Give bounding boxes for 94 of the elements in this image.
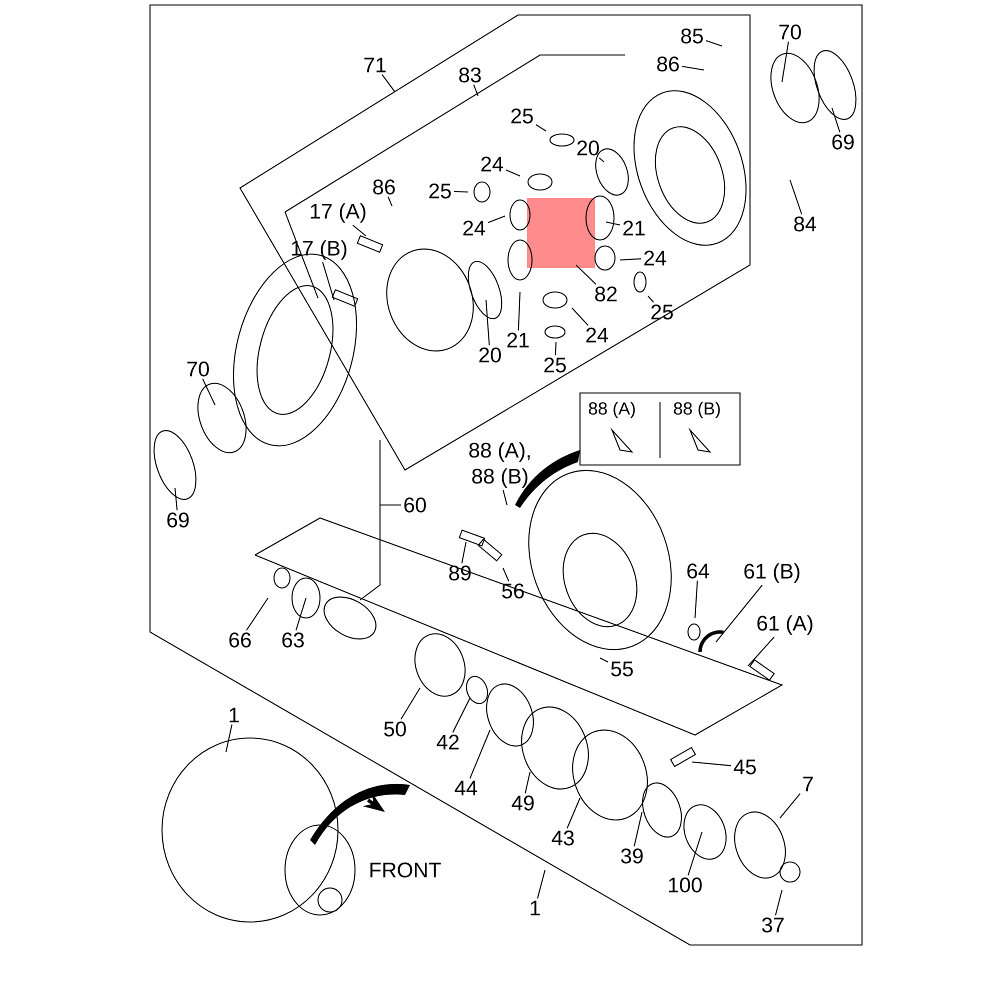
- leader-line: [246, 598, 268, 631]
- callout-number: 20: [479, 348, 501, 362]
- callout-number: 86: [657, 56, 679, 72]
- callout-number: 85: [681, 28, 703, 44]
- callout-number: 70: [187, 362, 209, 376]
- callout-number: 17 (A): [310, 203, 366, 223]
- callout-number: 1: [530, 900, 540, 916]
- leader-line: [554, 342, 557, 356]
- leader-line: [469, 730, 490, 779]
- leader-line: [485, 300, 490, 346]
- callout-number: 37: [762, 918, 784, 932]
- leader-line: [648, 296, 654, 303]
- leader-line: [174, 488, 178, 510]
- direction-label: FRONT: [370, 862, 441, 878]
- callout-number: 61 (B): [744, 563, 800, 583]
- leader-line: [322, 262, 335, 300]
- callout-number: 21: [623, 220, 645, 236]
- leader-line: [790, 180, 802, 214]
- callout-number: 83: [459, 68, 481, 82]
- leader-line: [524, 772, 531, 794]
- callout-number: 100: [669, 878, 702, 892]
- leader-line: [606, 221, 620, 226]
- callout-number: 45: [734, 760, 756, 774]
- leader-line: [634, 812, 643, 846]
- leader-line: [488, 216, 506, 224]
- callout-number: 66: [229, 632, 251, 648]
- callout-number: 84: [794, 216, 816, 232]
- callout-number: 82: [595, 286, 617, 302]
- callout-number: 1: [230, 708, 239, 722]
- leader-line: [454, 190, 468, 193]
- leader-line: [400, 688, 420, 720]
- leader-line: [694, 580, 698, 618]
- leader-line: [225, 724, 232, 752]
- leader-line: [502, 490, 508, 506]
- leader-line: [380, 504, 401, 506]
- callout-number: 60: [404, 498, 426, 512]
- leader-line: [502, 568, 510, 582]
- callout-number: 61 (A): [757, 615, 812, 635]
- leader-line: [566, 798, 580, 828]
- leader-line: [352, 224, 366, 236]
- callout-number: 88 (B): [472, 468, 528, 488]
- leader-line: [461, 542, 467, 564]
- leader-line: [518, 292, 521, 330]
- leader-line: [536, 124, 546, 132]
- leader-line: [780, 793, 801, 818]
- leader-line: [537, 870, 546, 899]
- callout-number: 70: [779, 24, 801, 40]
- callout-number: 88 (A),: [469, 442, 530, 462]
- leader-line: [832, 108, 840, 132]
- leader-line: [682, 66, 704, 71]
- callout-number: 24: [586, 328, 608, 342]
- callout-number: 63: [282, 632, 304, 648]
- inset-label: 88 (A): [588, 402, 635, 418]
- callout-number: 42: [436, 734, 459, 750]
- callout-number: 69: [832, 134, 854, 150]
- callout-number: 86: [373, 180, 395, 194]
- leader-line: [452, 698, 470, 733]
- callout-number: 56: [502, 584, 524, 598]
- callout-number: 50: [384, 722, 406, 736]
- callout-number: 25: [544, 358, 566, 372]
- leader-line: [576, 264, 596, 285]
- callout-number: 24: [463, 220, 486, 236]
- callout-number: 69: [167, 512, 189, 528]
- leader-line: [598, 157, 604, 162]
- leader-line: [748, 636, 774, 666]
- callout-number: 24: [644, 250, 666, 266]
- callout-number: 7: [803, 776, 813, 792]
- leader-line: [775, 890, 783, 916]
- callout-number: 20: [577, 140, 599, 156]
- inset-label: 88 (B): [674, 402, 720, 418]
- callout-number: 21: [507, 332, 529, 348]
- leader-line: [388, 196, 392, 206]
- leader-line: [600, 658, 608, 662]
- callout-number: 89: [449, 566, 471, 580]
- leader-line: [706, 40, 722, 46]
- leader-line: [572, 308, 588, 326]
- leader-line: [473, 84, 478, 96]
- callout-number: 25: [429, 184, 451, 198]
- callout-number: 55: [611, 662, 633, 676]
- leader-line: [382, 74, 396, 92]
- callout-number: 39: [621, 848, 643, 864]
- leader-line: [688, 832, 703, 876]
- callout-number: 25: [511, 108, 533, 124]
- callout-number: 49: [512, 796, 534, 810]
- leader-line: [716, 584, 763, 642]
- callout-number: 25: [651, 304, 673, 320]
- callout-number: 43: [552, 830, 574, 846]
- callout-number: 24: [481, 156, 504, 172]
- leader-line: [692, 761, 732, 766]
- callout-number: 44: [454, 780, 478, 796]
- leader-line: [506, 170, 520, 176]
- leader-line: [620, 258, 642, 261]
- callout-number: 71: [364, 58, 386, 72]
- callout-number: 64: [687, 564, 710, 578]
